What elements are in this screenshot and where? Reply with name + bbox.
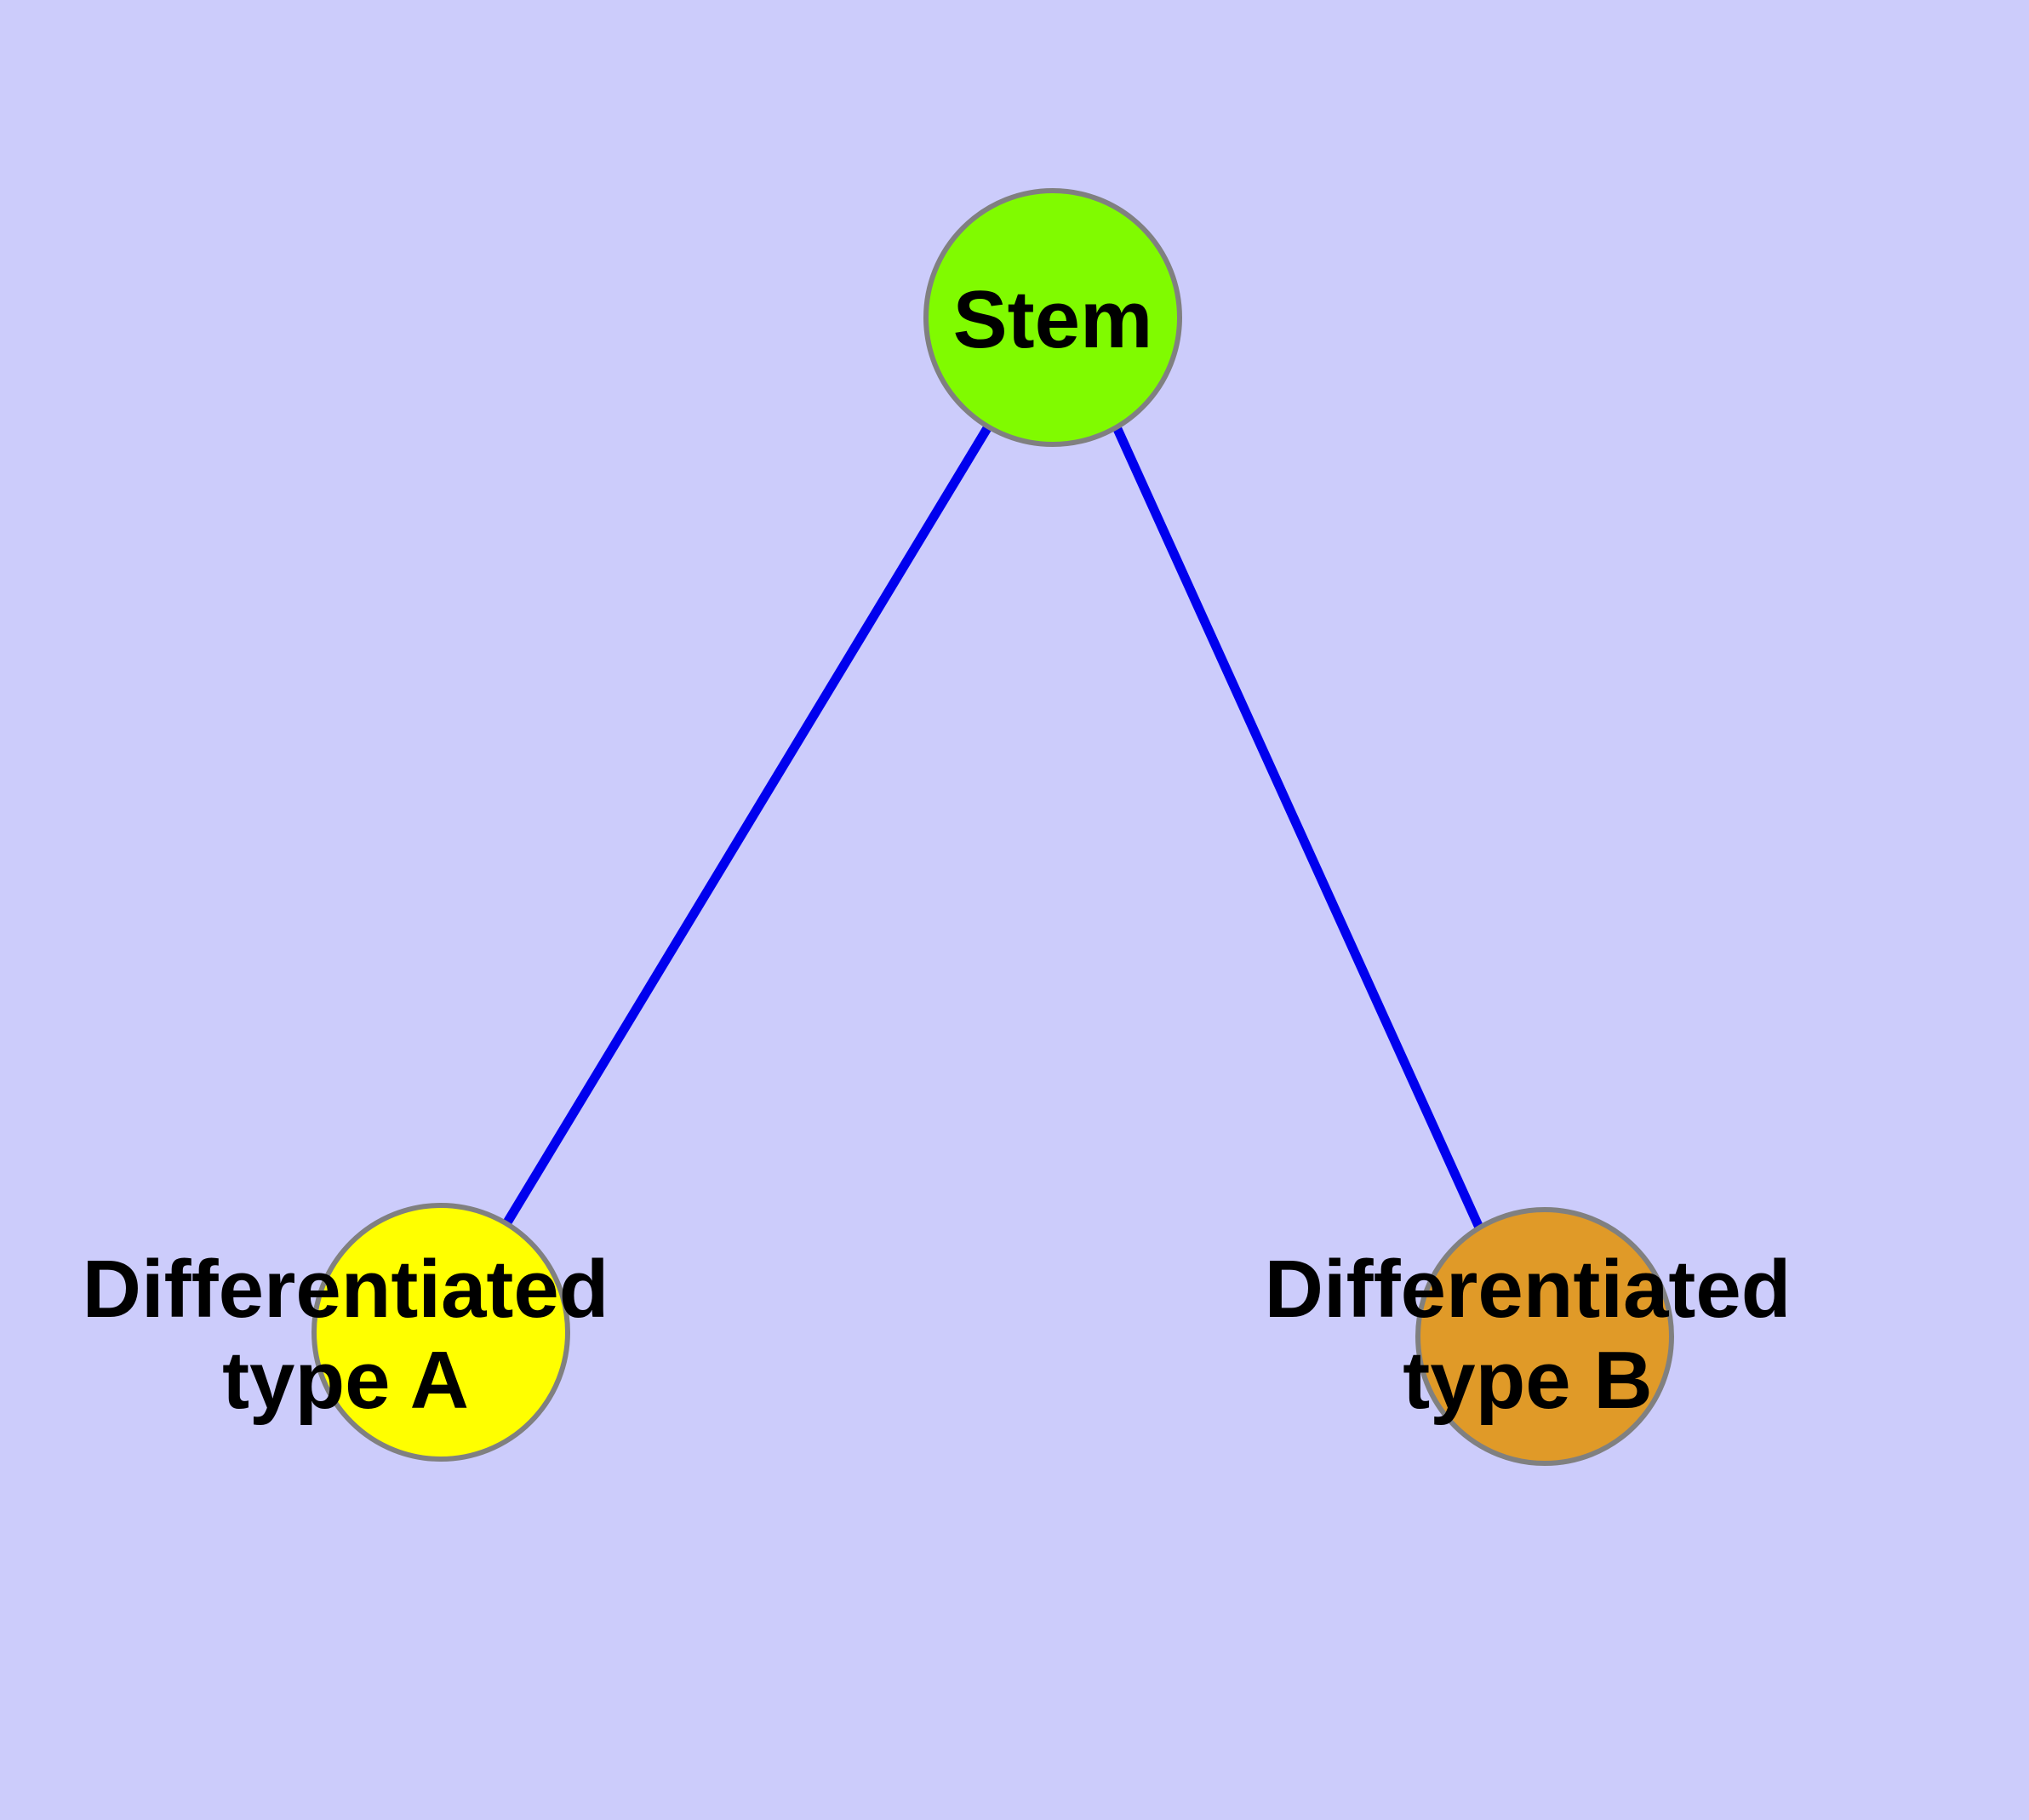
edge-stem-to-diff-a[interactable] [503,426,992,1225]
edge-stem-to-diff-b[interactable] [1112,426,1484,1230]
node-differentiated-type-b-circle[interactable] [1415,1207,1674,1466]
node-stem-label: Stem [953,274,1153,365]
edges-layer [503,426,1484,1230]
node-stem-circle[interactable] [923,188,1182,447]
node-differentiated-type-a[interactable] [311,1203,570,1462]
node-differentiated-type-b[interactable] [1415,1207,1674,1466]
nodes-layer [311,188,1674,1466]
node-differentiated-type-a-circle[interactable] [311,1203,570,1462]
node-stem[interactable] [923,188,1182,447]
